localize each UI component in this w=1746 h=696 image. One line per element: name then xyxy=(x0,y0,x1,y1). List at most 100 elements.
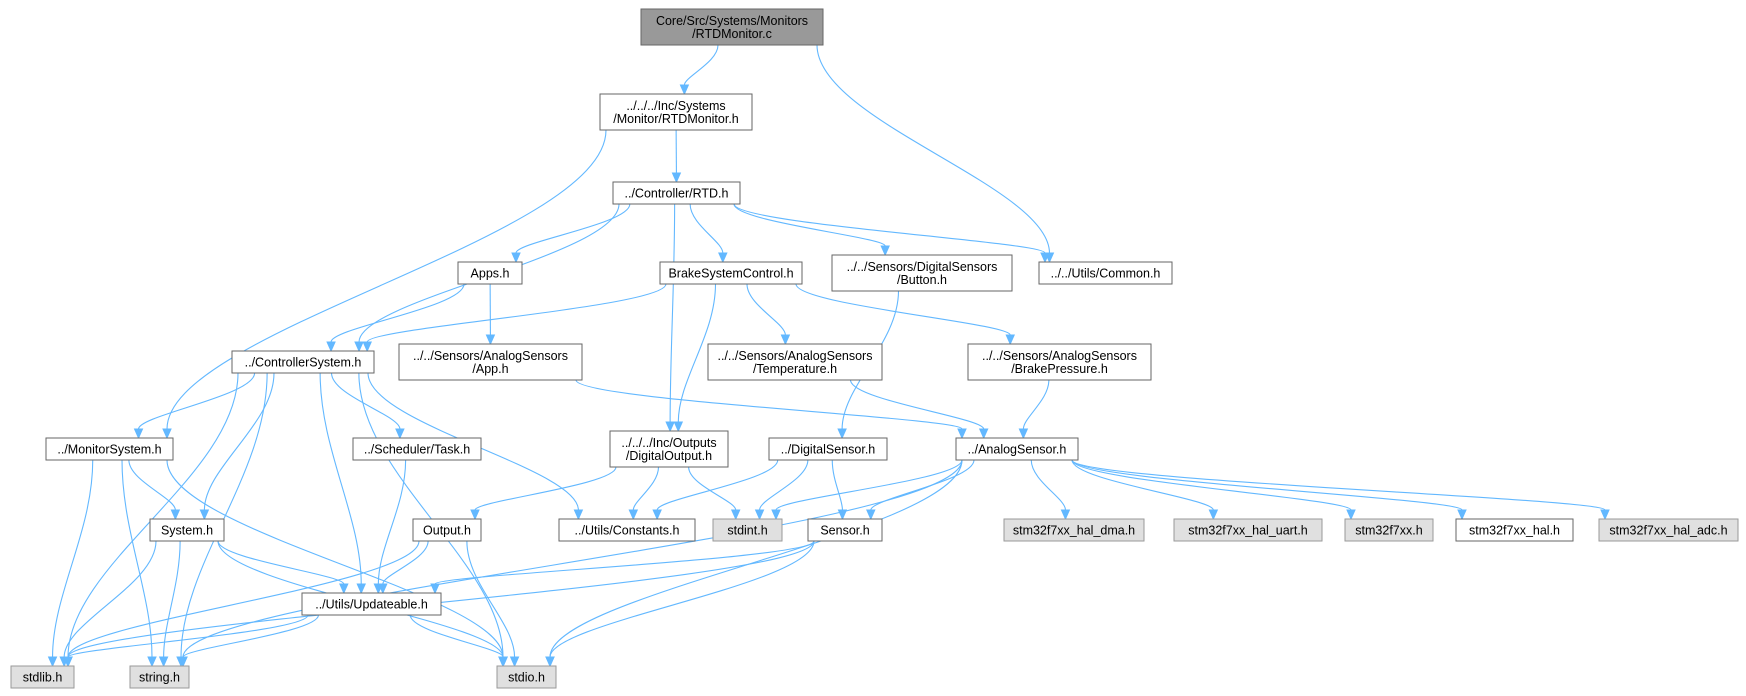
node-box xyxy=(301,592,442,616)
node-label: System.h xyxy=(161,524,213,538)
edge-ctrlsys_h-to-updateable_h xyxy=(319,372,362,585)
node-box xyxy=(457,261,523,285)
edge-ctrlsys_h-to-stdio_h xyxy=(358,372,504,658)
node-brakep-h[interactable]: ../../Sensors/AnalogSensors/BrakePressur… xyxy=(967,343,1152,381)
node-label: /App.h xyxy=(472,362,508,376)
node-box xyxy=(1455,518,1574,542)
node-box xyxy=(768,437,888,461)
node-box xyxy=(231,350,375,374)
node-string-h[interactable]: string.h xyxy=(129,665,190,689)
node-output-h[interactable]: Output.h xyxy=(412,518,482,542)
node-analogsensor-h[interactable]: ../AnalogSensor.h xyxy=(955,437,1079,461)
edge-sensor_h-to-updateable_h xyxy=(434,540,815,585)
node-stm32f7xx-h[interactable]: stm32f7xx.h xyxy=(1344,518,1434,542)
node-monsys-h[interactable]: ../MonitorSystem.h xyxy=(45,437,174,461)
node-apps-h[interactable]: Apps.h xyxy=(457,261,523,285)
arrowhead-rtd_h-to-digout_h xyxy=(665,421,675,433)
node-ctrlsys-h[interactable]: ../ControllerSystem.h xyxy=(231,350,375,374)
node-label: stm32f7xx_hal_adc.h xyxy=(1609,524,1727,538)
edge-analogsensor_h-to-hal_adc_h xyxy=(1071,459,1606,511)
arrowhead-ctrlsys_h-to-updateable_h xyxy=(356,583,366,595)
node-label: /RTDMonitor.c xyxy=(692,27,772,41)
arrowhead-ctrlsys_h-to-monsys_h xyxy=(133,428,144,440)
edge-system_h-to-updateable_h xyxy=(217,540,345,585)
node-constants-h[interactable]: ../Utils/Constants.h xyxy=(558,518,696,542)
edge-digsensor_h-to-constants_h xyxy=(656,459,779,511)
node-temp-h[interactable]: ../../Sensors/AnalogSensors/Temperature.… xyxy=(707,343,883,381)
node-app-h[interactable]: ../../Sensors/AnalogSensors/App.h xyxy=(398,343,583,381)
node-task-h[interactable]: ../Scheduler/Task.h xyxy=(352,437,482,461)
arrowhead-root-to-rtdmonitor_h xyxy=(679,84,690,96)
edge-ctrlsys_h-to-task_h xyxy=(330,372,401,430)
node-hal-uart-h[interactable]: stm32f7xx_hal_uart.h xyxy=(1173,518,1323,542)
node-label: /DigitalOutput.h xyxy=(626,449,712,463)
node-box xyxy=(1173,518,1323,542)
node-digsensor-h[interactable]: ../DigitalSensor.h xyxy=(768,437,888,461)
arrowhead-analogsensor_h-to-sensor_h xyxy=(866,509,876,521)
node-box xyxy=(1598,518,1739,542)
node-rtd-h[interactable]: ../Controller/RTD.h xyxy=(612,181,741,205)
arrowhead-button_h-to-digsensor_h xyxy=(837,428,847,440)
arrowhead-monsys_h-to-system_h xyxy=(170,509,181,521)
node-stdlib-h[interactable]: stdlib.h xyxy=(10,665,75,689)
node-box xyxy=(1003,518,1145,542)
arrowhead-digsensor_h-to-constants_h xyxy=(652,509,662,521)
edge-output_h-to-updateable_h xyxy=(382,540,429,585)
edge-brakesys_h-to-temp_h xyxy=(746,283,786,336)
node-label: stdio.h xyxy=(508,671,545,685)
edge-updateable_h-to-string_h xyxy=(182,614,320,658)
node-system-h[interactable]: System.h xyxy=(149,518,225,542)
node-box xyxy=(496,665,557,689)
node-hal-h[interactable]: stm32f7xx_hal.h xyxy=(1455,518,1574,542)
arrowhead-sensor_h-to-updateable_h xyxy=(430,583,440,595)
edge-rtdmonitor_h-to-monsys_h xyxy=(166,129,607,430)
node-common-h[interactable]: ../../Utils/Common.h xyxy=(1038,261,1173,285)
arrowhead-brakesys_h-to-brakep_h xyxy=(1005,334,1015,346)
edge-ctrlsys_h-to-system_h xyxy=(203,372,275,511)
arrowhead-brakesys_h-to-digout_h xyxy=(673,421,684,433)
edge-analogsensor_h-to-stdint_h xyxy=(775,459,963,511)
edge-rtd_h-to-apps_h xyxy=(515,203,631,254)
node-root[interactable]: Core/Src/Systems/Monitors/RTDMonitor.c xyxy=(640,8,824,46)
edge-analogsensor_h-to-hal_h xyxy=(1071,459,1463,511)
node-brakesys-h[interactable]: BrakeSystemControl.h xyxy=(659,261,803,285)
node-box xyxy=(412,518,482,542)
edge-app_h-to-analogsensor_h xyxy=(575,379,963,430)
node-box xyxy=(398,343,583,381)
node-stdio-h[interactable]: stdio.h xyxy=(496,665,557,689)
node-box xyxy=(707,343,883,381)
arrowhead-system_h-to-string_h xyxy=(158,656,169,668)
edge-digsensor_h-to-stdint_h xyxy=(759,459,809,511)
arrowhead-digout_h-to-constants_h xyxy=(628,509,639,521)
edge-digout_h-to-output_h xyxy=(474,466,617,511)
node-box xyxy=(352,437,482,461)
edge-digsensor_h-to-sensor_h xyxy=(831,459,843,511)
arrowhead-temp_h-to-analogsensor_h xyxy=(978,428,989,440)
edge-rtd_h-to-common_h xyxy=(733,203,1046,254)
arrowhead-rtdmonitor_h-to-rtd_h xyxy=(671,172,682,184)
node-label: /BrakePressure.h xyxy=(1011,362,1108,376)
arrowhead-rtd_h-to-apps_h xyxy=(511,252,521,264)
node-stdint-h[interactable]: stdint.h xyxy=(712,518,783,542)
node-button-h[interactable]: ../../Sensors/DigitalSensors/Button.h xyxy=(831,254,1013,292)
node-box xyxy=(129,665,190,689)
node-label: Core/Src/Systems/Monitors xyxy=(656,14,808,28)
edge-brakep_h-to-analogsensor_h xyxy=(1022,379,1050,430)
node-hal-dma-h[interactable]: stm32f7xx_hal_dma.h xyxy=(1003,518,1145,542)
node-updateable-h[interactable]: ../Utils/Updateable.h xyxy=(301,592,442,616)
arrowhead-system_h-to-updateable_h xyxy=(339,583,349,595)
edge-apps_h-to-ctrlsys_h xyxy=(330,283,465,343)
node-rtdmonitor-h[interactable]: ../../../Inc/Systems/Monitor/RTDMonitor.… xyxy=(599,93,753,131)
node-sensor-h[interactable]: Sensor.h xyxy=(807,518,883,542)
node-box xyxy=(558,518,696,542)
node-digout-h[interactable]: ../../../Inc/Outputs/DigitalOutput.h xyxy=(609,430,729,468)
node-box xyxy=(609,430,729,468)
node-hal-adc-h[interactable]: stm32f7xx_hal_adc.h xyxy=(1598,518,1739,542)
node-label: ../Utils/Updateable.h xyxy=(315,598,428,612)
arrowhead-sensor_h-to-stdio_h xyxy=(545,656,555,668)
node-label: ../../Sensors/AnalogSensors xyxy=(982,349,1137,363)
edge-digout_h-to-constants_h xyxy=(632,466,660,511)
edge-brakesys_h-to-ctrlsys_h xyxy=(366,283,667,343)
edge-rtd_h-to-brakesys_h xyxy=(689,203,724,254)
node-label: ../AnalogSensor.h xyxy=(968,443,1067,457)
